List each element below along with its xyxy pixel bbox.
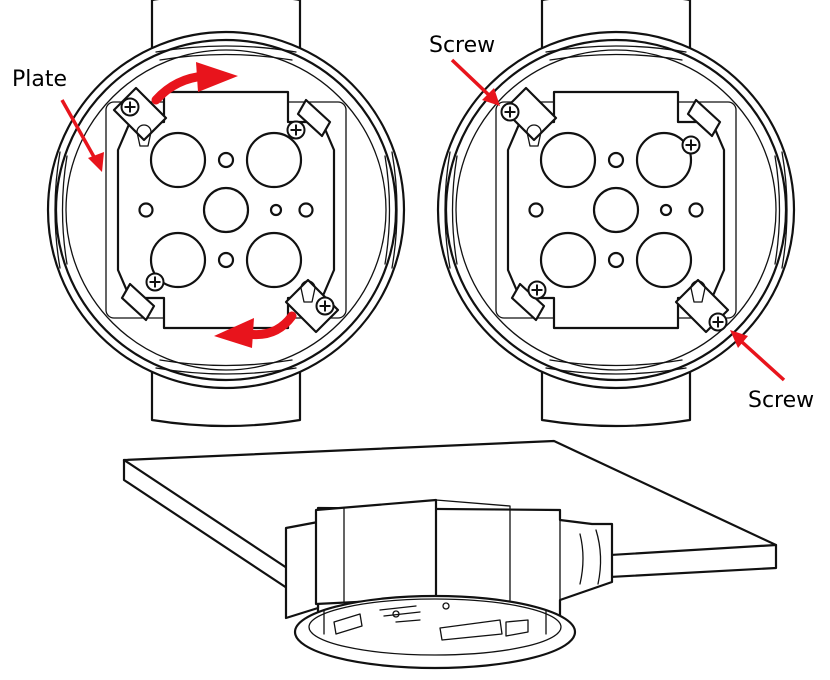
screw-label-top: Screw: [429, 33, 496, 58]
rotate-clockwise-top-arrow-icon: [151, 62, 238, 105]
screw-right-leader-arrow-icon: [730, 330, 786, 382]
screw-label-right: Screw: [748, 388, 815, 413]
plate-leader-arrow-icon: [60, 99, 104, 172]
mounted-junction-box: [284, 498, 614, 670]
plate-label: Plate: [12, 67, 68, 92]
rotate-clockwise-bottom-arrow-icon: [214, 311, 297, 348]
screw-top-leader-arrow-icon: [450, 58, 500, 106]
right-junction-box: [436, 0, 796, 428]
left-junction-box: [46, 0, 406, 428]
